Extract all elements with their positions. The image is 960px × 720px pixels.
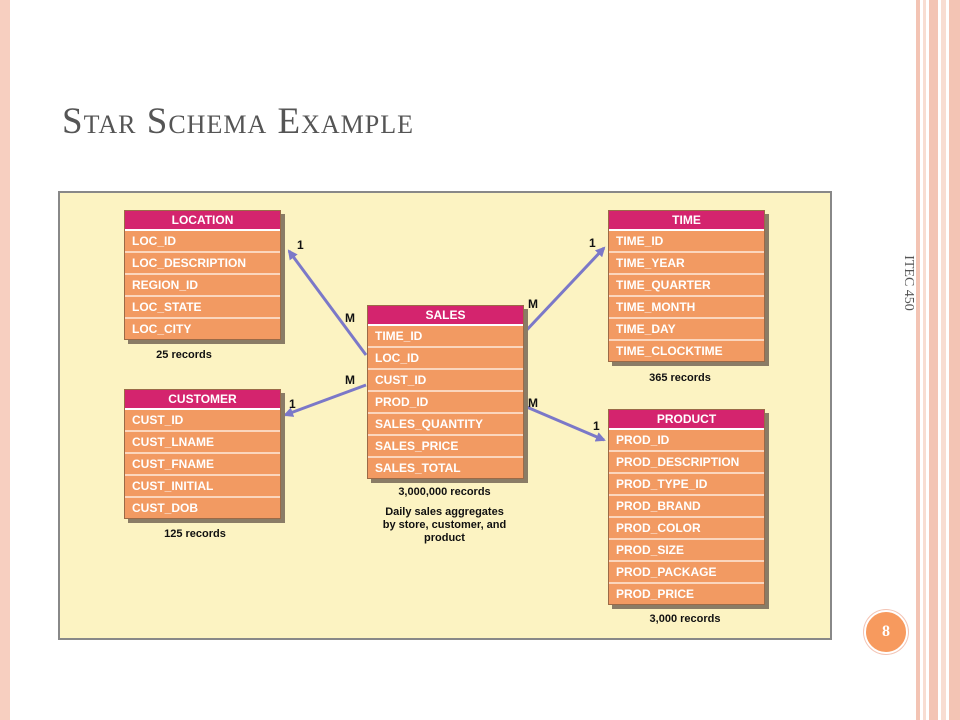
time-field: TIME_QUARTER — [609, 275, 764, 297]
right-frame-stripe — [941, 0, 946, 720]
sales-fact-table: SALES TIME_ID LOC_ID CUST_ID PROD_ID SAL… — [367, 305, 524, 479]
customer-field: CUST_FNAME — [125, 454, 280, 476]
product-field: PROD_BRAND — [609, 496, 764, 518]
sales-record-count: 3,000,000 records — [398, 486, 491, 498]
cardinality-one-time: 1 — [589, 236, 596, 250]
location-table: LOCATION LOC_ID LOC_DESCRIPTION REGION_I… — [124, 210, 281, 340]
product-field: PROD_SIZE — [609, 540, 764, 562]
sales-note-line: by store, customer, and — [382, 519, 507, 531]
page-number-badge: 8 — [864, 610, 908, 654]
slide-title: Star Schema Example — [62, 101, 414, 142]
right-frame-stripe — [916, 0, 920, 720]
cardinality-one-customer: 1 — [289, 397, 296, 411]
sales-field: PROD_ID — [368, 392, 523, 414]
product-field: PROD_ID — [609, 430, 764, 452]
time-table: TIME TIME_ID TIME_YEAR TIME_QUARTER TIME… — [608, 210, 765, 362]
product-field: PROD_COLOR — [609, 518, 764, 540]
location-field: LOC_DESCRIPTION — [125, 253, 280, 275]
sales-field: SALES_PRICE — [368, 436, 523, 458]
time-table-header: TIME — [609, 211, 764, 231]
sales-field: CUST_ID — [368, 370, 523, 392]
sales-note: Daily sales aggregates by store, custome… — [367, 506, 522, 545]
sales-note-line: Daily sales aggregates — [385, 506, 504, 518]
product-table: PRODUCT PROD_ID PROD_DESCRIPTION PROD_TY… — [608, 409, 765, 605]
cardinality-many-customer: M — [345, 373, 355, 387]
right-frame-stripe — [949, 0, 960, 720]
customer-field: CUST_LNAME — [125, 432, 280, 454]
cardinality-one-location: 1 — [297, 238, 304, 252]
product-field: PROD_DESCRIPTION — [609, 452, 764, 474]
customer-table: CUSTOMER CUST_ID CUST_LNAME CUST_FNAME C… — [124, 389, 281, 519]
time-field: TIME_YEAR — [609, 253, 764, 275]
location-record-count: 25 records — [156, 349, 212, 361]
customer-field: CUST_INITIAL — [125, 476, 280, 498]
location-table-header: LOCATION — [125, 211, 280, 231]
customer-record-count: 125 records — [164, 528, 226, 540]
product-field: PROD_PRICE — [616, 587, 695, 601]
time-field: TIME_DAY — [609, 319, 764, 341]
right-frame-stripe — [929, 0, 938, 720]
sales-field: TIME_ID — [368, 326, 523, 348]
product-table-header: PRODUCT — [609, 410, 764, 430]
product-field: PROD_TYPE_ID — [609, 474, 764, 496]
customer-field: CUST_ID — [125, 410, 280, 432]
cardinality-many-product: M — [528, 396, 538, 410]
sales-field: SALES_TOTAL — [375, 461, 461, 475]
sales-note-line: product — [424, 532, 465, 544]
customer-field: CUST_DOB — [132, 501, 199, 515]
course-side-label: ITEC 450 — [901, 255, 916, 311]
sales-field: SALES_QUANTITY — [368, 414, 523, 436]
location-field: LOC_ID — [125, 231, 280, 253]
location-field: LOC_CITY — [132, 322, 192, 336]
sales-table-header: SALES — [368, 306, 523, 326]
cardinality-many-location: M — [345, 311, 355, 325]
product-field: PROD_PACKAGE — [609, 562, 764, 584]
time-record-count: 365 records — [649, 372, 711, 384]
cardinality-many-time: M — [528, 297, 538, 311]
time-field: TIME_MONTH — [609, 297, 764, 319]
location-field: REGION_ID — [125, 275, 280, 297]
cardinality-one-product: 1 — [593, 419, 600, 433]
right-frame-stripe — [923, 0, 926, 720]
sales-field: LOC_ID — [368, 348, 523, 370]
left-frame-border — [0, 0, 10, 720]
product-record-count: 3,000 records — [649, 613, 721, 625]
time-field: TIME_CLOCKTIME — [616, 344, 723, 358]
location-field: LOC_STATE — [125, 297, 280, 319]
customer-table-header: CUSTOMER — [125, 390, 280, 410]
time-field: TIME_ID — [609, 231, 764, 253]
